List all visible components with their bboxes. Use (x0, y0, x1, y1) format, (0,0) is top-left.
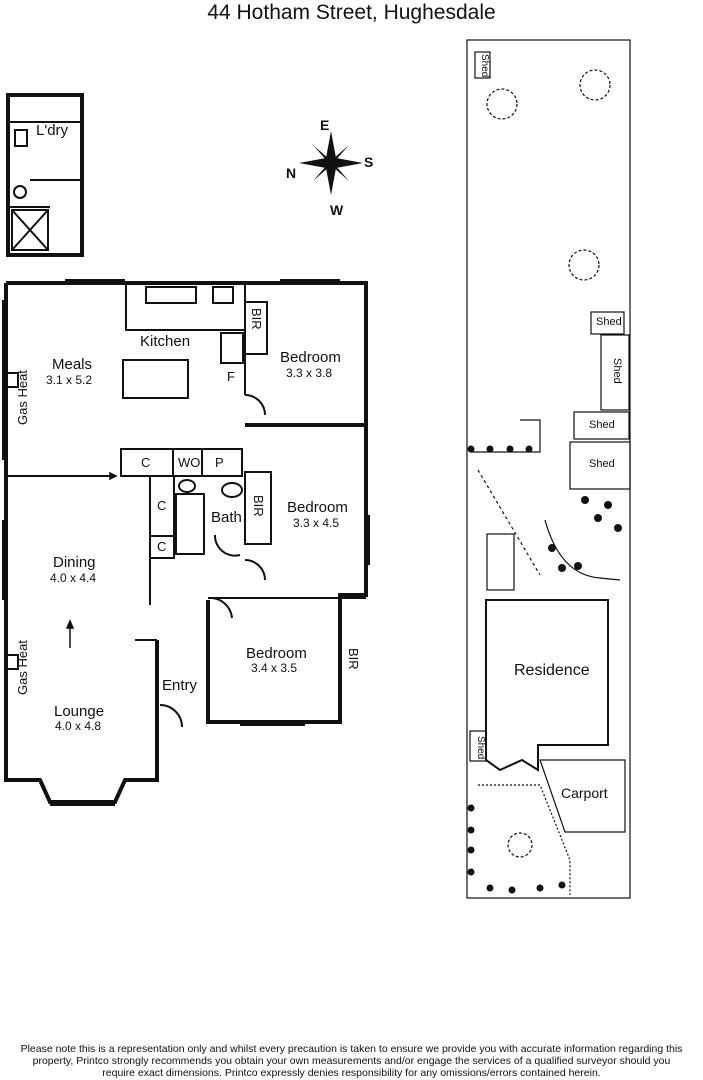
laundry-outline (6, 93, 84, 257)
gas-heater-1 (5, 372, 19, 388)
door-swing-bed1 (244, 394, 266, 416)
bathtub (175, 493, 205, 555)
compass-north: N (286, 165, 297, 181)
pantry-label: P (215, 455, 224, 470)
laundry-toilet (13, 185, 27, 199)
compass-west: W (330, 202, 344, 218)
shed-label-3: Shed (611, 358, 623, 384)
tree-icon (486, 88, 518, 120)
kitchen-label: Kitchen (140, 333, 191, 350)
cupboard-label-3: C (157, 539, 167, 554)
lounge-label: Lounge (54, 703, 105, 720)
cupboard-label-1: C (141, 455, 151, 470)
shed-4 (573, 411, 630, 440)
dining-dims: 4.0 x 4.4 (50, 571, 97, 585)
cupboard-label-2: C (157, 498, 167, 513)
bedroom1-label: Bedroom (280, 349, 341, 366)
bedroom3-label: Bedroom (246, 645, 307, 662)
shed-label-2: Shed (596, 316, 622, 328)
carport-outline (539, 759, 626, 833)
laundry-label: L'dry (36, 122, 69, 139)
meals-dims: 3.1 x 5.2 (46, 373, 93, 387)
interior-walls (2, 121, 370, 806)
tree-icon (568, 249, 600, 281)
disclaimer-text: Please note this is a representation onl… (20, 1043, 683, 1079)
gas-heater-2 (5, 654, 19, 670)
bir-label-1: BIR (249, 308, 264, 330)
residence-outline (485, 599, 609, 772)
shed-label-5: Shed (589, 458, 615, 470)
lounge-dims: 4.0 x 4.8 (55, 719, 102, 733)
fridge-label: F (227, 369, 235, 384)
compass-rose (299, 131, 363, 195)
kitchen-bench (125, 283, 245, 331)
fence-line (470, 419, 541, 453)
laundry-sink (14, 129, 28, 147)
entry-label: Entry (162, 677, 198, 694)
door-swing-bed3 (211, 597, 233, 619)
shed-label-4: Shed (589, 419, 615, 431)
bath-basin (221, 482, 243, 498)
shed-3 (600, 334, 630, 411)
bath-label: Bath (211, 509, 242, 526)
bir-1 (244, 301, 268, 355)
bedroom3-dims: 3.4 x 3.5 (251, 661, 298, 675)
path-line (477, 469, 541, 576)
compass-south: S (364, 154, 374, 170)
shed-5 (569, 441, 631, 490)
residence-label: Residence (514, 662, 590, 679)
shed-label-1: Shed (479, 54, 490, 78)
bedroom2-label: Bedroom (287, 499, 348, 516)
bedroom2-dims: 3.3 x 4.5 (293, 516, 340, 530)
wo-label: WO (178, 455, 201, 470)
front-door-swing (159, 704, 183, 728)
pantry (201, 448, 243, 477)
bir-label-3: BIR (346, 648, 361, 670)
carport-label: Carport (561, 785, 608, 801)
tree-icon (507, 832, 533, 858)
garden-bed (478, 784, 571, 895)
door-swing-bed2 (244, 559, 266, 581)
garden-curve (544, 519, 621, 581)
kitchen-island (122, 359, 189, 399)
bath-toilet (178, 479, 196, 493)
plan-title: 44 Hotham Street, Hughesdale (207, 1, 496, 24)
shower (11, 209, 49, 251)
compass-east: E (320, 117, 330, 133)
bir-label-2: BIR (251, 495, 266, 517)
site-plan (466, 39, 631, 899)
gas-heat-label-2: Gas Heat (15, 640, 30, 695)
arrows (65, 471, 118, 648)
shed-1 (474, 51, 491, 79)
meals-label: Meals (52, 356, 93, 373)
door-swing-bath (213, 534, 241, 557)
cooktop (212, 286, 234, 304)
shed-2 (590, 311, 625, 335)
bedroom1-dims: 3.3 x 3.8 (286, 366, 333, 380)
gas-heat-label-1: Gas Heat (15, 370, 30, 425)
tree-icon (579, 69, 611, 101)
trees (486, 69, 611, 858)
house-west-walls (4, 283, 159, 804)
kitchen-sink (145, 286, 197, 304)
fridge-space (220, 332, 244, 364)
site-structure (486, 533, 515, 591)
bir-2 (244, 471, 272, 545)
dining-label: Dining (53, 554, 96, 571)
shrubs (467, 445, 622, 894)
shed-label-6: Shed (475, 736, 486, 760)
